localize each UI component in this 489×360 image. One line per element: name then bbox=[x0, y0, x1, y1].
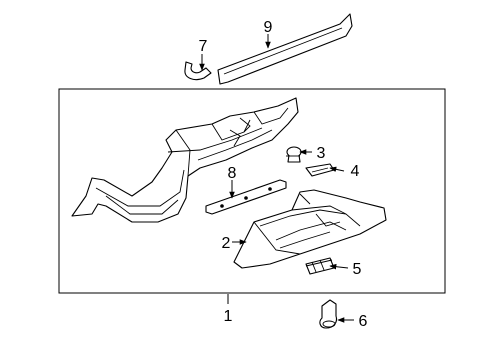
callout-3: 3 bbox=[317, 145, 326, 162]
part-6-lamp bbox=[319, 299, 338, 329]
instrument-panel-carrier bbox=[71, 97, 299, 223]
callout-2: 2 bbox=[222, 235, 231, 252]
callout-7: 7 bbox=[199, 38, 208, 55]
callout-1: 1 bbox=[224, 308, 233, 325]
callout-5: 5 bbox=[353, 261, 362, 278]
assembly-frame bbox=[58, 88, 446, 294]
part-5-latch bbox=[305, 257, 335, 275]
callout-9: 9 bbox=[264, 19, 273, 36]
callout-6: 6 bbox=[359, 313, 368, 330]
leader-lines bbox=[199, 34, 354, 323]
part-9-trim-strip bbox=[217, 13, 353, 85]
callout-4: 4 bbox=[351, 163, 360, 180]
callout-8: 8 bbox=[228, 165, 237, 182]
part-8-retainer-bar bbox=[205, 179, 287, 215]
part-2-glove-box-door bbox=[233, 189, 387, 269]
part-3-bolt bbox=[286, 146, 302, 163]
part-7-clip bbox=[184, 61, 212, 81]
part-4-latch-plate bbox=[305, 163, 335, 177]
